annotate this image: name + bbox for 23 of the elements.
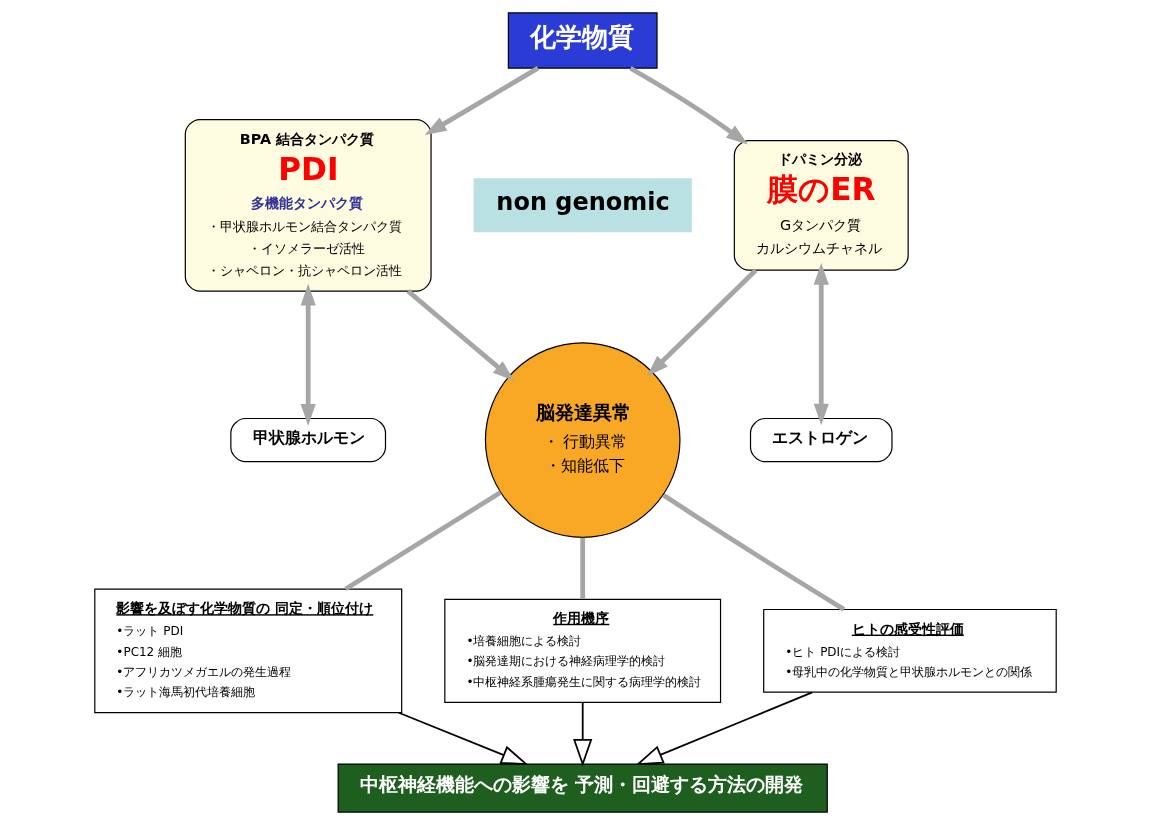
node-box: 甲状腺ホルモン — [229, 417, 386, 463]
arrow — [300, 283, 316, 426]
node-box: 化学物質 — [507, 12, 658, 69]
connector — [661, 493, 845, 612]
node-box: 影響を及ぼす化学物質の 同定・順位付け •ラット PDI •PC12 細胞 •アフリカツメガエルの発生過程 •ラット海馬初代培養細胞 — [93, 588, 402, 714]
arrow — [646, 268, 757, 377]
arrow — [424, 66, 539, 136]
connector — [343, 490, 502, 591]
node-box: ヒトの感受性評価 •ヒト PDIによる検討 •母乳中の化学物質と甲状腺ホルモンとの関係 — [762, 608, 1057, 693]
node-box: 作用機序 •培養細胞による検討 •脳発達期における神経病理学的検討 •中枢神経系腫瘍発生に関する病理学的検討 — [443, 598, 721, 703]
arrow — [406, 289, 514, 381]
arrow — [635, 691, 813, 766]
arrow — [572, 701, 592, 767]
node-box: non genomic — [473, 178, 692, 233]
connector — [579, 537, 585, 599]
node-box: エストロゲン — [749, 417, 893, 463]
node-box: 中枢神経機能への影響を 予測・回避する方法の開発 — [337, 763, 828, 813]
arrow — [813, 263, 829, 426]
node-box: ドパミン分泌 膜のER Gタンパク質 カルシウムチャネル — [733, 140, 909, 271]
arrow — [628, 66, 748, 145]
arrow — [397, 711, 529, 766]
node-circle: 脳発達異常 ・ 行動異常 ・知能低下 — [484, 342, 681, 538]
node-box: BPA 結合タンパク質 PDI 多機能タンパク質 ・甲状腺ホルモン結合タンパク質 ・イソメラーゼ活性 ・シャペロン・抗シャペロン活性 — [184, 119, 432, 292]
